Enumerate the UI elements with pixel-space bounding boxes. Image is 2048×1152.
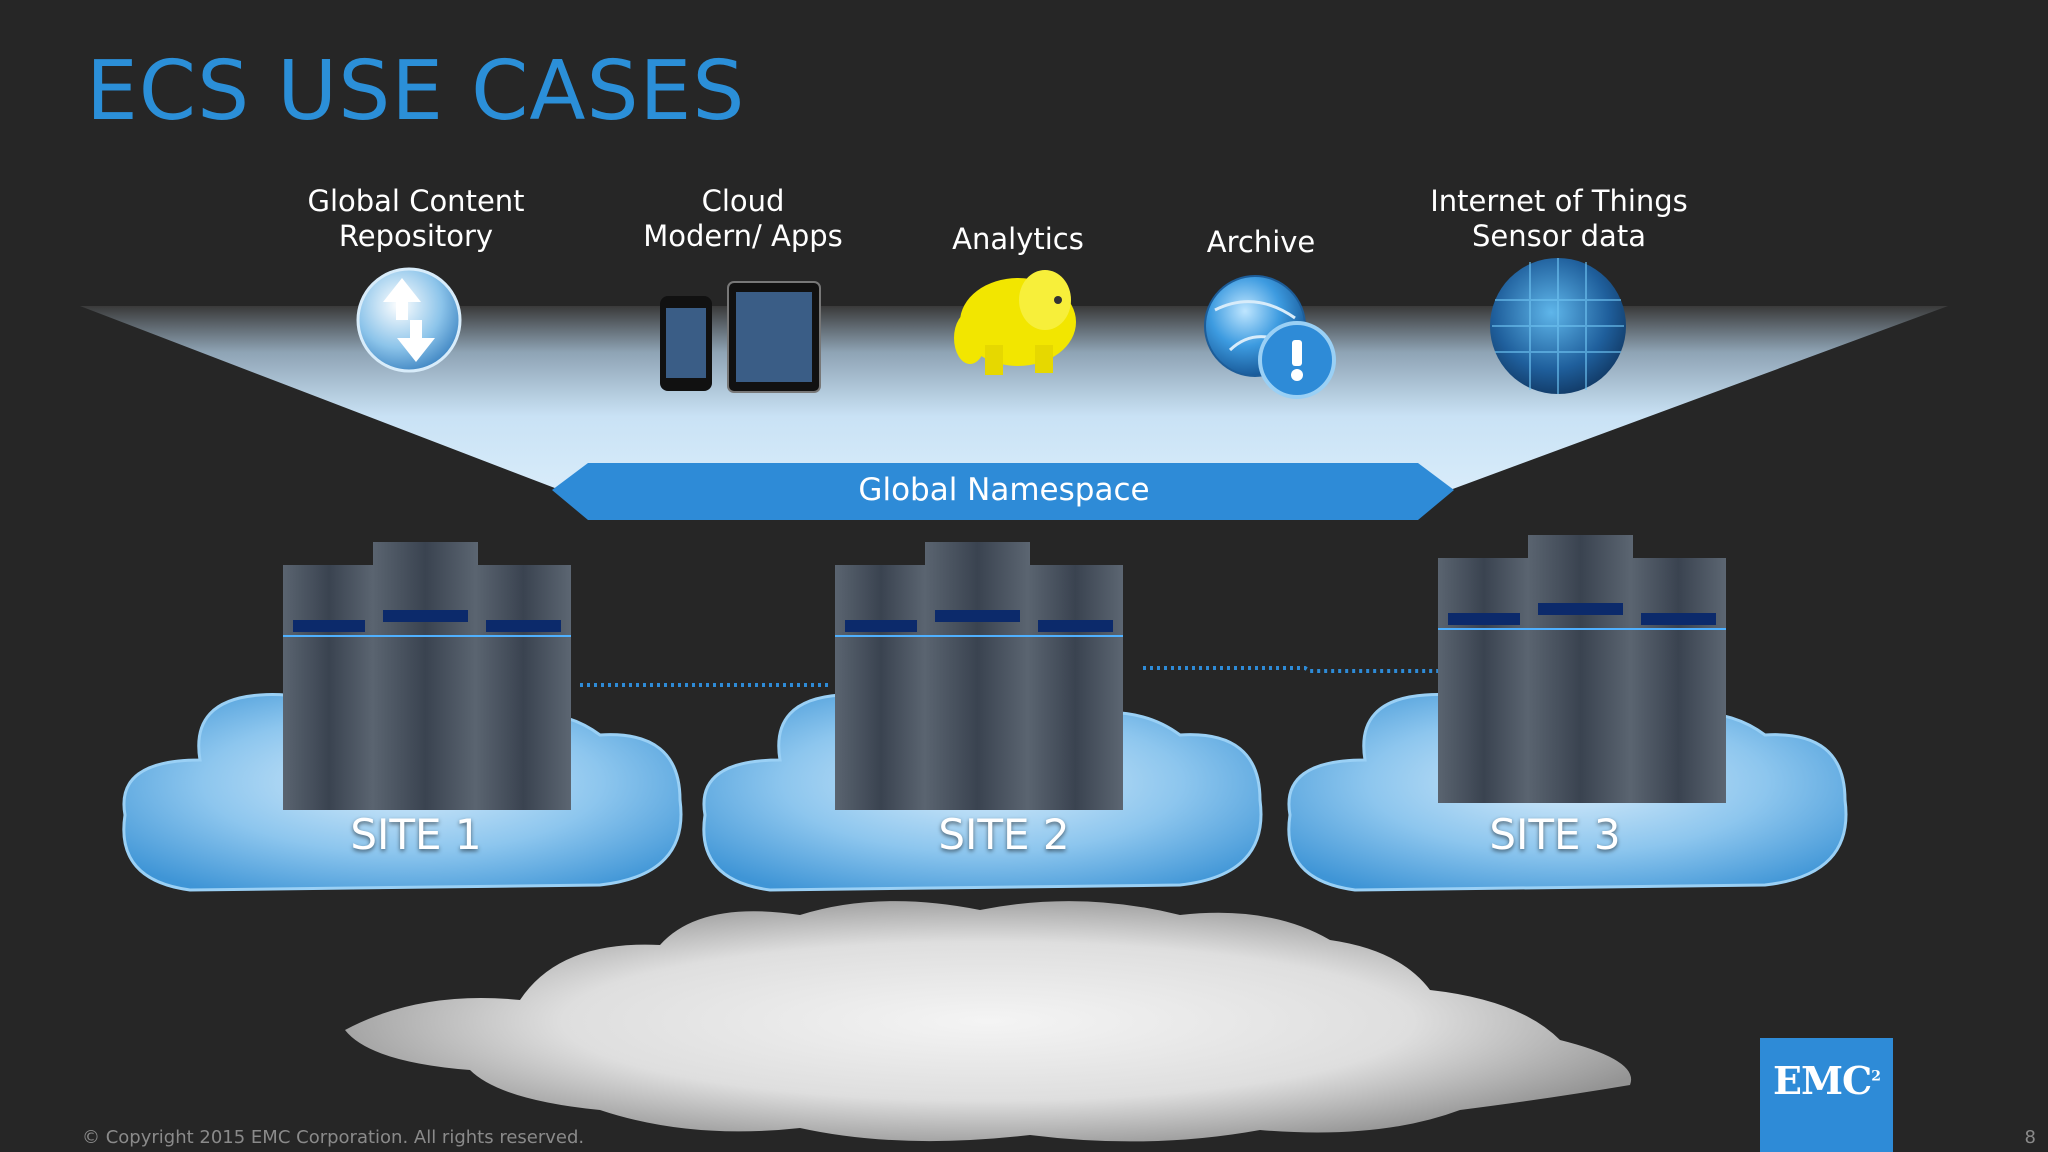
sync-arrows-icon [356,267,462,373]
page-number: 8 [2024,1127,2036,1148]
site-3-storage-racks [1438,535,1726,803]
white-cloud-graphic [345,901,1632,1142]
site-2-label: SITE 2 [938,810,1070,859]
emc-logo: EMC2 [1760,1038,1893,1152]
iot-globe-icon [1490,258,1626,394]
emc-logo-word: EMC [1772,1058,1872,1103]
namespace-banner [552,463,1454,520]
emc-logo-superscript: 2 [1871,1068,1881,1085]
site-link-2-3 [1143,666,1470,673]
site-1-label: SITE 1 [350,810,482,859]
hadoop-elephant-icon [954,270,1076,375]
emc-logo-text: EMC2 [1760,1058,1893,1103]
mobile-devices-icon [660,281,821,393]
use-case-label-cloud-apps: Cloud Modern/ Apps [643,184,843,253]
use-case-label-global-content: Global Content Repository [307,184,525,253]
namespace-label: Global Namespace [858,472,1150,508]
use-case-label-analytics: Analytics [952,222,1084,256]
use-case-label-archive: Archive [1206,225,1316,259]
funnel-shape [80,306,1948,490]
site-3-label: SITE 3 [1489,810,1621,859]
site-2-storage-racks [835,542,1123,810]
copyright-text: © Copyright 2015 EMC Corporation. All ri… [82,1127,585,1148]
site-1-storage-racks [283,542,571,810]
archive-globe-icon [1204,275,1336,399]
slide-title: ECS USE CASES [86,44,746,139]
use-case-label-iot: Internet of Things Sensor data [1430,184,1688,253]
